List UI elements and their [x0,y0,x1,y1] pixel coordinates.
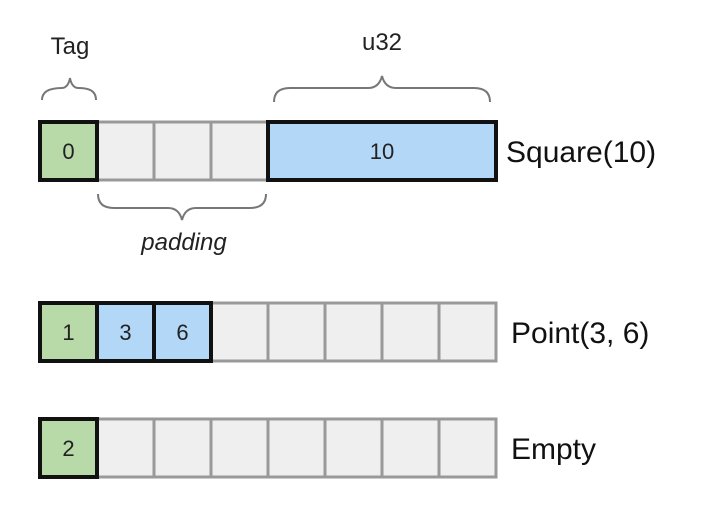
layout-row: 2 Empty [38,417,596,479]
padding-cell [437,301,498,363]
layout-row: 1 3 6 Point(3, 6) [38,301,649,363]
tag-cell-value: 1 [62,320,74,345]
tag-cell-outline [38,417,99,479]
row-label: Empty [511,433,596,466]
padding-cell [323,417,384,479]
tag-cell [40,303,97,361]
padding-cell [209,120,270,182]
value-cell [97,303,154,361]
row-label: Point(3, 6) [511,317,649,350]
layout-row: 0 10 Square(10) [38,120,656,182]
value-cell-outline [266,120,498,182]
padding-cell [266,301,327,363]
tag-brace [41,77,97,101]
value-cell [268,122,496,180]
tag-cell [40,122,97,180]
padding-cell [323,301,384,363]
padding-annotation-label: padding [140,229,227,256]
padding-cell [266,417,327,479]
tag-annotation-label: Tag [51,33,90,60]
tag-cell-value: 2 [62,436,74,461]
tag-cell [40,419,97,477]
annotation-group: Tag u32 padding [41,29,491,256]
tag-cell-outline [38,120,99,182]
tag-cell-value: 0 [62,139,74,164]
value-cell [154,303,211,361]
u32-annotation-label: u32 [362,29,402,56]
padding-cell [209,417,270,479]
u32-brace [273,75,491,103]
padding-cell [209,301,270,363]
padding-cell [380,417,441,479]
padding-cell [380,301,441,363]
value-cell-outline [152,301,213,363]
padding-cell [152,120,213,182]
value-cell-value: 10 [370,139,394,164]
value-cell-value: 6 [176,320,188,345]
value-cell-value: 3 [119,320,131,345]
padding-cell [95,120,156,182]
rows-layer: 0 10 Square(10) 1 3 6 Point(3, 6) 2 Empty [38,120,656,479]
padding-cell [437,417,498,479]
padding-brace [97,193,267,221]
row-label: Square(10) [506,136,656,169]
padding-cell [152,417,213,479]
padding-cell [95,417,156,479]
